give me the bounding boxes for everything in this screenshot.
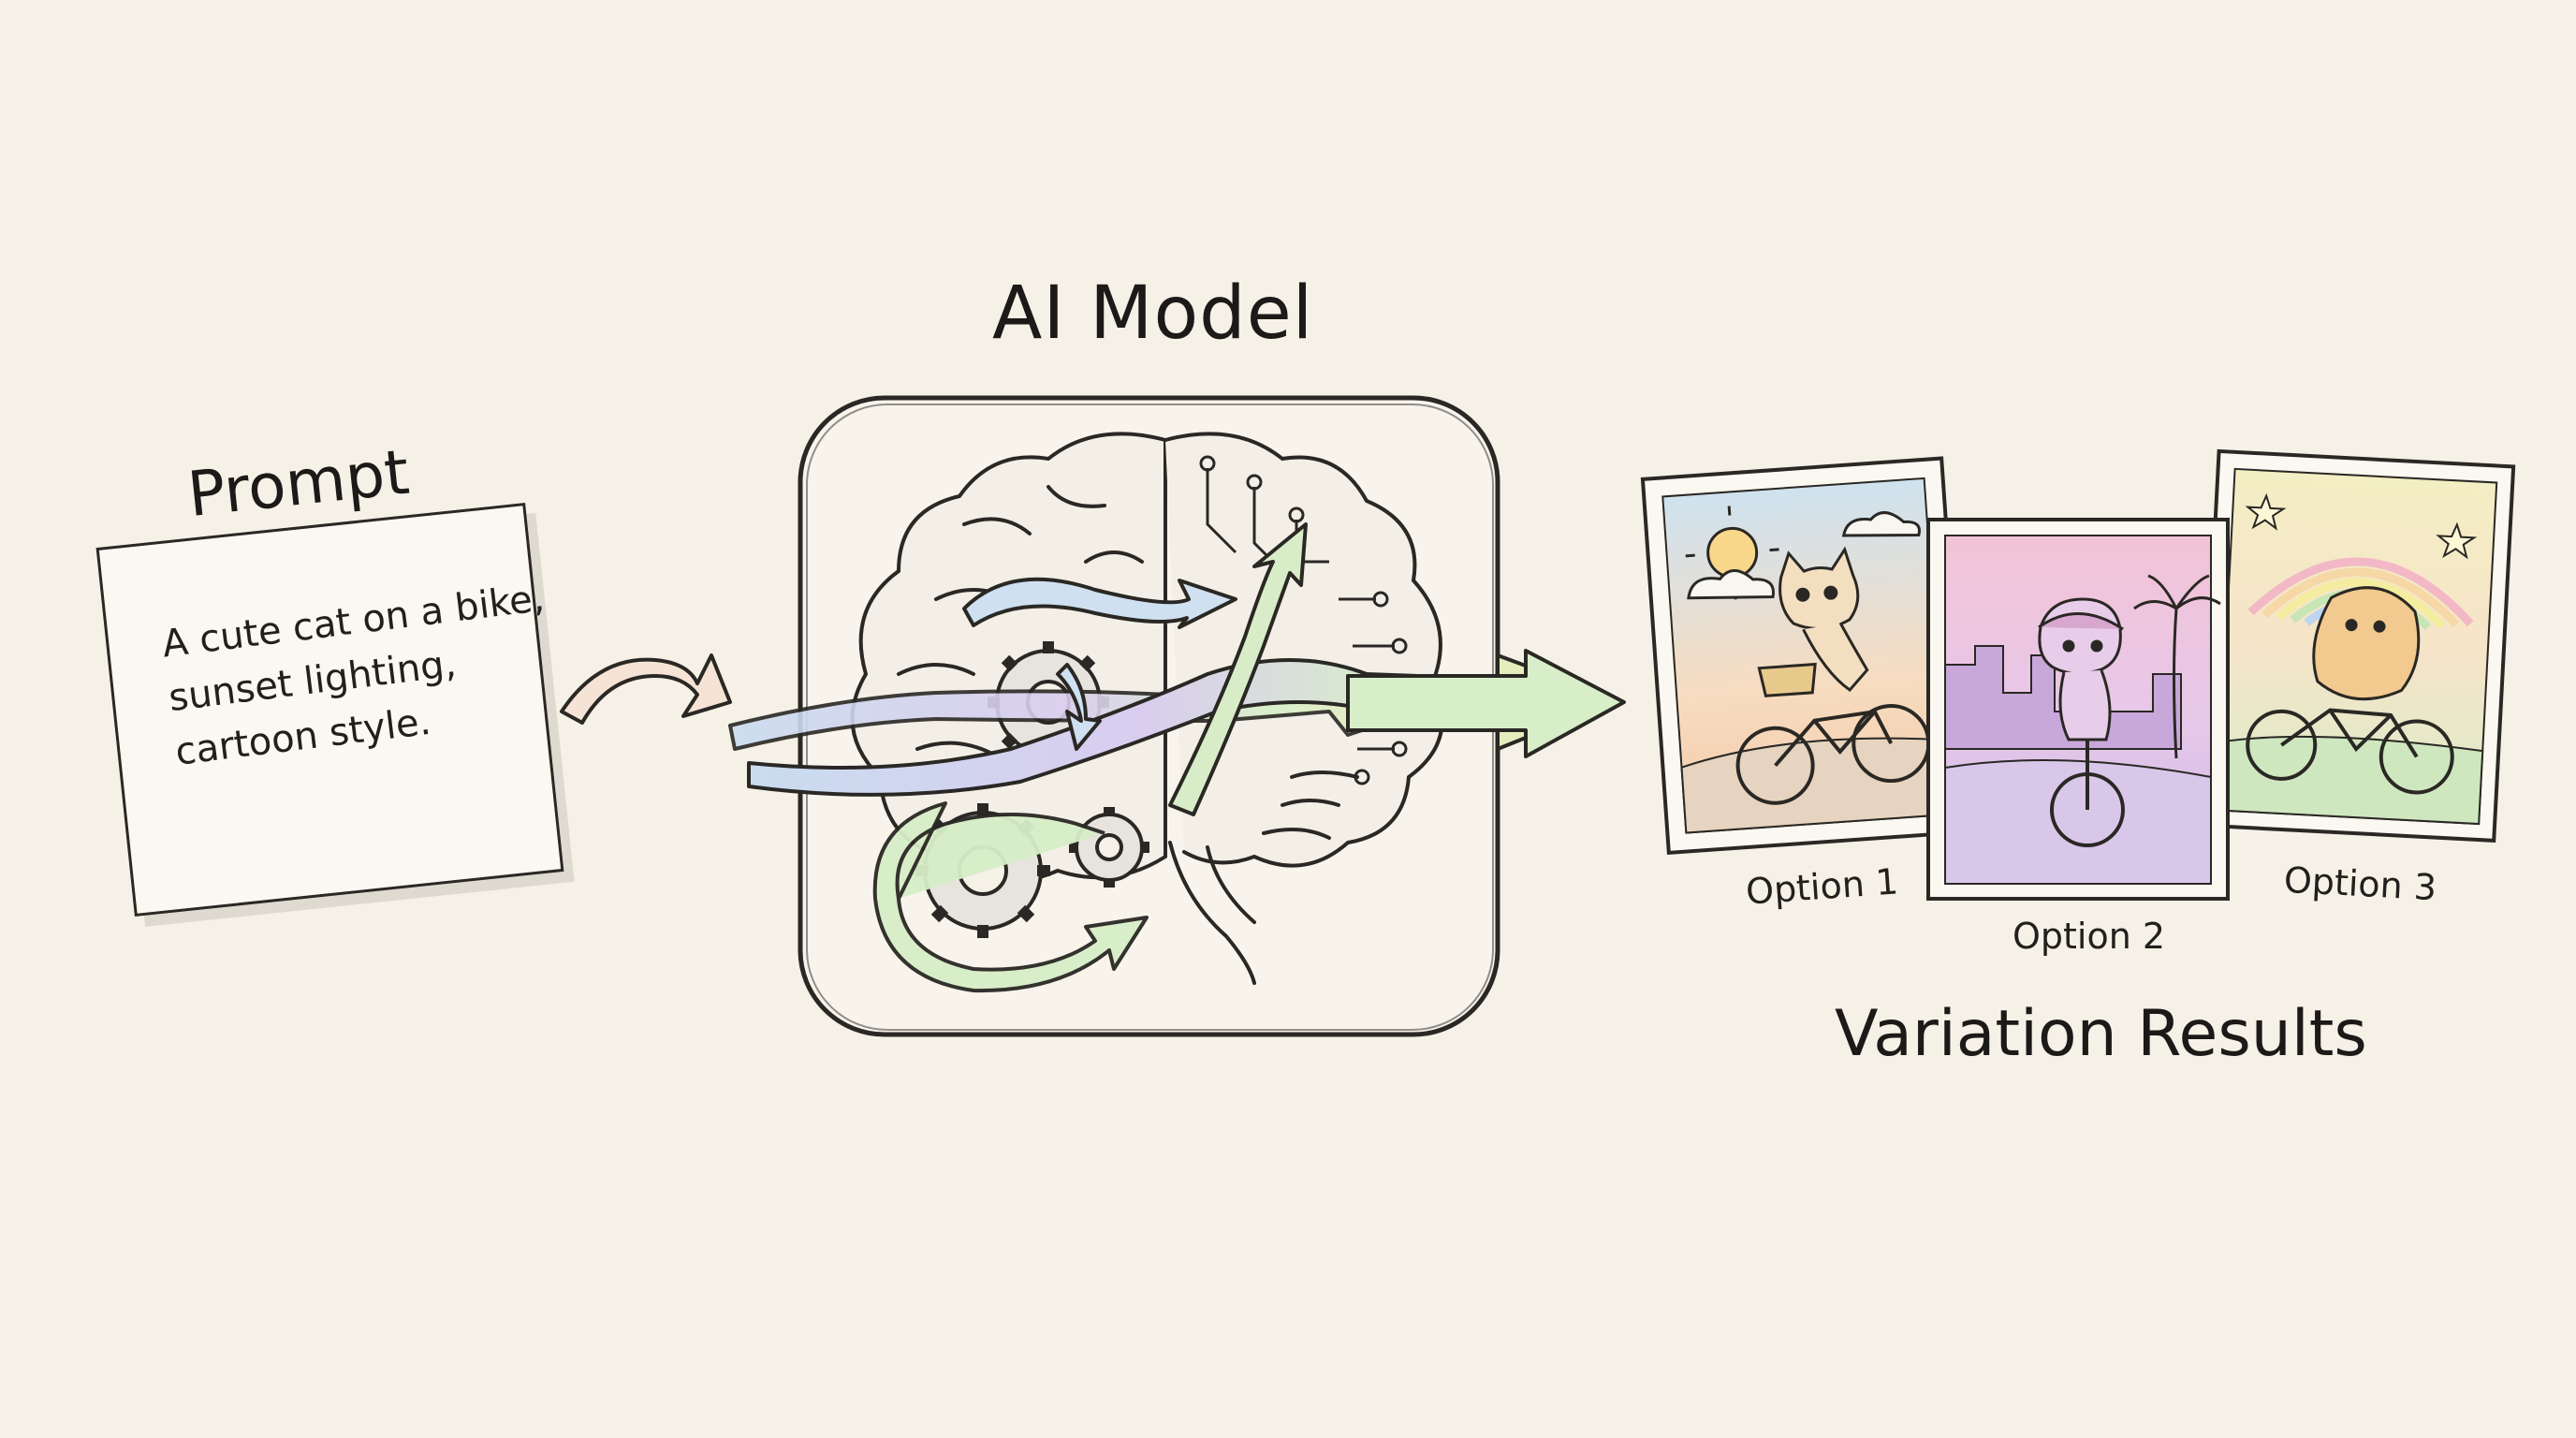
- option-2-label: Option 2: [2012, 916, 2166, 957]
- result-card-3: [2197, 448, 2516, 843]
- star-icons: [2245, 492, 2478, 560]
- cloud-icon: [1687, 511, 1921, 600]
- option-3-label: Option 3: [2282, 858, 2438, 909]
- palm-tree-icon: [2133, 574, 2221, 759]
- bicycle-icon: [2246, 708, 2454, 795]
- cat-icon: [1757, 546, 1869, 697]
- model-to-results-arrow: [1346, 649, 1626, 758]
- results-title: Variation Results: [1835, 997, 2367, 1071]
- cat-icon: [2038, 597, 2124, 741]
- cat-icon: [2312, 586, 2421, 701]
- result-card-2: [1926, 518, 2230, 901]
- bicycle-icon: [2050, 740, 2125, 847]
- prompt-to-model-arrow: [560, 653, 732, 725]
- model-title: AI Model: [992, 271, 1314, 356]
- result-card-1: [1640, 456, 1970, 856]
